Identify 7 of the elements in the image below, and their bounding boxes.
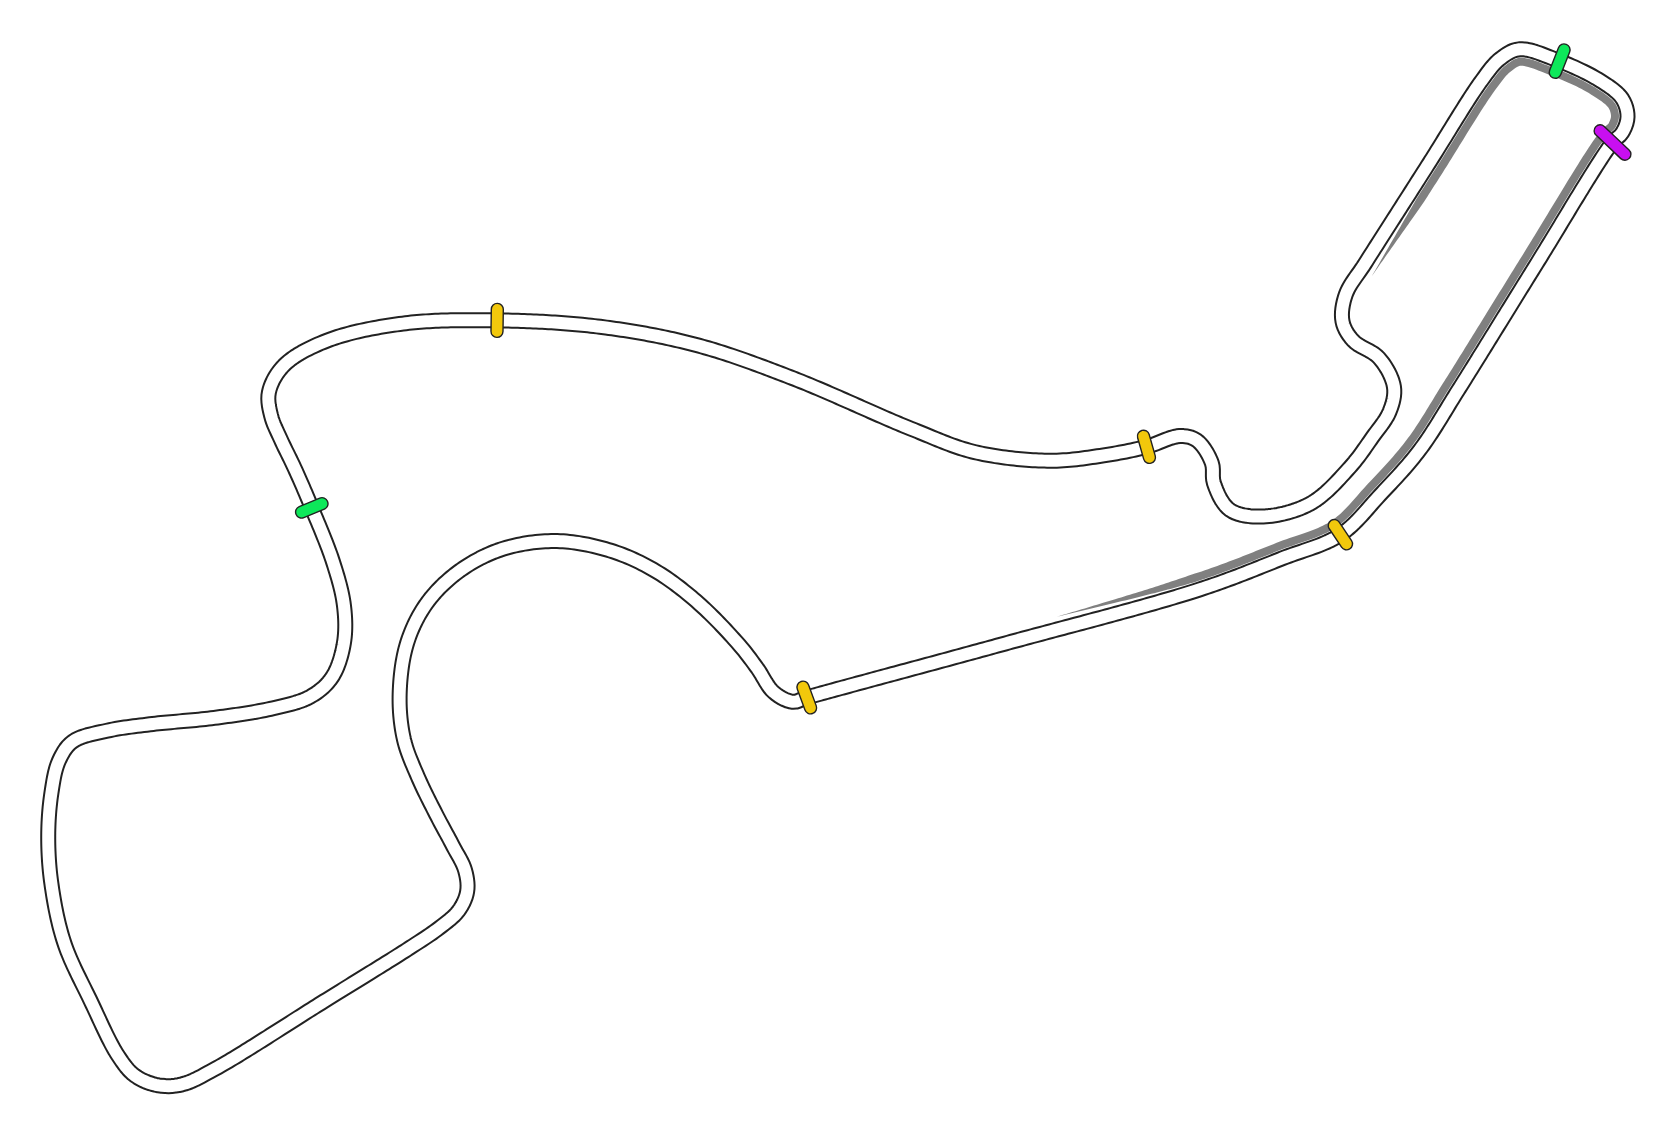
sector-marker <box>1593 124 1632 161</box>
sector-marker <box>796 680 818 715</box>
sector-marker <box>490 302 504 339</box>
sector-marker <box>1327 518 1354 551</box>
sector-marker <box>294 496 329 519</box>
sector-marker <box>1136 429 1157 465</box>
sector-marker <box>1548 43 1571 79</box>
